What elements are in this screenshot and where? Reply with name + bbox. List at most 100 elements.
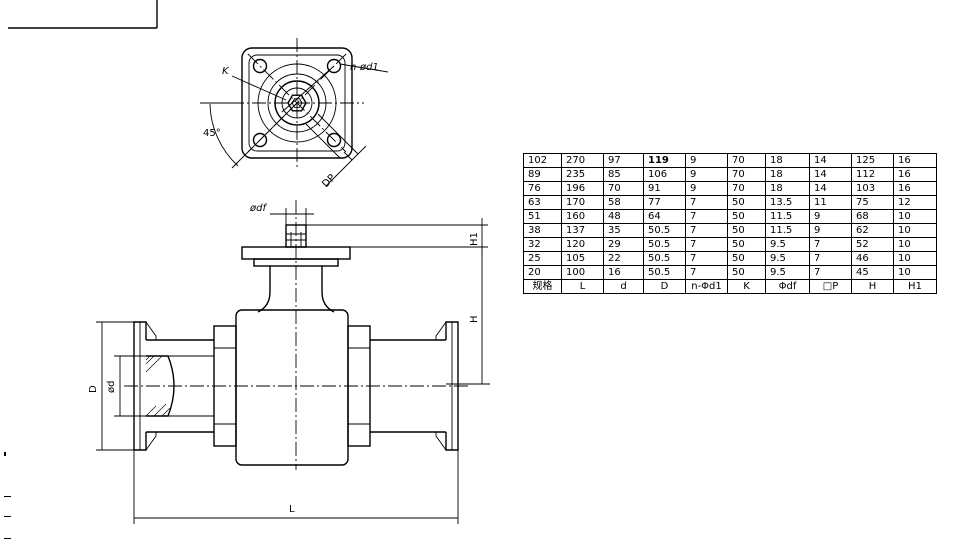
table-cell: 91 [643, 181, 686, 196]
table-header-cell: K [727, 279, 766, 294]
table-cell: 52 [851, 237, 894, 252]
label-dp: DP [320, 173, 337, 190]
table-cell: 106 [643, 167, 686, 182]
table-cell: 48 [603, 209, 644, 224]
table-cell: 18 [765, 153, 810, 168]
table-cell: 9 [685, 167, 728, 182]
table-cell: 50.5 [643, 223, 686, 238]
table-cell: 50 [727, 237, 766, 252]
size-cell: 32 [523, 237, 562, 252]
table-cell: 10 [893, 265, 937, 280]
table-cell: 11.5 [765, 209, 810, 224]
table-header-cell: H [851, 279, 894, 294]
table-cell: 9 [685, 153, 728, 168]
table-cell: 112 [851, 167, 894, 182]
front-view-valve [96, 200, 490, 524]
table-header-cell: d [603, 279, 644, 294]
table-cell: 50 [727, 209, 766, 224]
table-cell: 160 [561, 209, 604, 224]
table-cell: 11 [809, 195, 852, 210]
table-cell: 35 [603, 223, 644, 238]
table-cell: 50 [727, 251, 766, 266]
table-header-cell: L [561, 279, 604, 294]
table-header-cell: D [643, 279, 686, 294]
label-l: L [289, 504, 295, 515]
table-cell: 70 [727, 153, 766, 168]
table-header-cell: □P [809, 279, 852, 294]
table-cell: 10 [893, 209, 937, 224]
table-cell: 16 [893, 153, 937, 168]
size-cell: 20 [523, 265, 562, 280]
size-cell: 63 [523, 195, 562, 210]
table-cell: 9.5 [765, 265, 810, 280]
table-cell: 9 [809, 223, 852, 238]
title-block-corner [8, 0, 158, 29]
table-cell: 85 [603, 167, 644, 182]
size-cell: 89 [523, 167, 562, 182]
table-cell: 9.5 [765, 237, 810, 252]
table-cell: 7 [809, 237, 852, 252]
table-cell: 50 [727, 223, 766, 238]
label-45-deg: 45° [203, 128, 221, 139]
table-cell: 13.5 [765, 195, 810, 210]
label-d-outer: D [88, 385, 99, 393]
table-cell: 68 [851, 209, 894, 224]
table-cell: 46 [851, 251, 894, 266]
label-h1: H1 [469, 232, 480, 246]
table-cell: 100 [561, 265, 604, 280]
size-cell: 25 [523, 251, 562, 266]
table-cell: 10 [893, 251, 937, 266]
table-cell: 16 [603, 265, 644, 280]
table-cell: 14 [809, 181, 852, 196]
table-cell: 7 [685, 265, 728, 280]
label-n-d1: n-ød1 [350, 62, 379, 73]
table-cell: 103 [851, 181, 894, 196]
table-header-cell: n-Φd1 [685, 279, 728, 294]
label-h: H [469, 315, 480, 323]
table-cell: 64 [643, 209, 686, 224]
table-cell: 105 [561, 251, 604, 266]
table-cell: 7 [685, 209, 728, 224]
table-cell: 11.5 [765, 223, 810, 238]
table-cell: 18 [765, 181, 810, 196]
table-cell: 137 [561, 223, 604, 238]
table-cell: 14 [809, 153, 852, 168]
table-cell: 120 [561, 237, 604, 252]
table-cell: 7 [685, 195, 728, 210]
table-cell: 50 [727, 265, 766, 280]
table-cell: 70 [727, 181, 766, 196]
bolt-hole [326, 132, 342, 148]
table-cell: 7 [809, 265, 852, 280]
table-cell: 70 [727, 167, 766, 182]
table-cell: 22 [603, 251, 644, 266]
table-cell: 45 [851, 265, 894, 280]
size-cell: 51 [523, 209, 562, 224]
table-cell: 50.5 [643, 265, 686, 280]
table-header-cell: 规格 [523, 279, 562, 294]
table-cell: 170 [561, 195, 604, 210]
table-cell: 97 [603, 153, 644, 168]
label-k: K [222, 66, 230, 77]
table-cell: 7 [685, 223, 728, 238]
table-cell: 16 [893, 167, 937, 182]
size-cell: 102 [523, 153, 562, 168]
bolt-hole [252, 58, 268, 74]
size-cell: 38 [523, 223, 562, 238]
table-cell: 50.5 [643, 237, 686, 252]
table-cell: 270 [561, 153, 604, 168]
table-cell: 235 [561, 167, 604, 182]
table-cell: 62 [851, 223, 894, 238]
table-cell: 196 [561, 181, 604, 196]
table-cell: 12 [893, 195, 937, 210]
